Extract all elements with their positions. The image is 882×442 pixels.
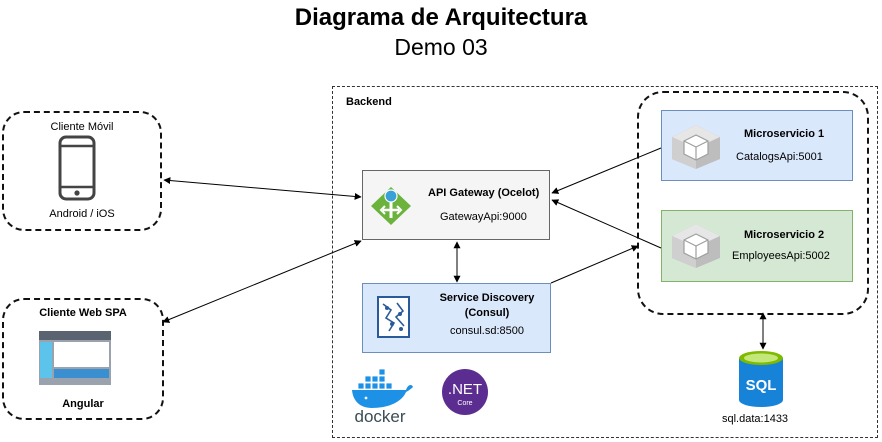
core-text: Core — [457, 400, 472, 407]
container-cube-icon — [670, 123, 722, 176]
connector-web-gateway — [162, 240, 362, 323]
dotnet-text: .NET — [448, 381, 482, 398]
docker-wordmark: docker — [354, 407, 405, 424]
web-client-title: Cliente Web SPA — [39, 307, 127, 319]
connector-ms2-gateway — [551, 199, 662, 249]
web-client-caption: Angular — [62, 398, 104, 410]
mobile-client-caption: Android / iOS — [49, 208, 115, 220]
dotnet-core-logo: .NET Core — [441, 368, 489, 421]
service-discovery-name-line1: Service Discovery — [439, 292, 535, 304]
docker-logo: docker — [348, 366, 414, 429]
microservice-2-name: Microservicio 2 — [744, 229, 825, 241]
diagram-title: Diagrama de Arquitectura — [294, 4, 588, 31]
microservice-1-name: Microservicio 1 — [744, 128, 825, 140]
service-discovery-name-line2: (Consul) — [464, 307, 510, 319]
browser-window-icon — [39, 331, 111, 390]
sql-database-icon[interactable]: SQL — [738, 350, 784, 413]
database-host: sql.data:1433 — [722, 413, 789, 425]
service-discovery-host: consul.sd:8500 — [450, 325, 524, 337]
diagram-subtitle: Demo 03 — [394, 34, 488, 60]
mobile-client-title: Cliente Móvil — [50, 121, 114, 133]
connector-discovery-microservices — [550, 245, 639, 284]
backend-label: Backend — [346, 96, 392, 108]
api-gateway-icon — [370, 186, 412, 231]
api-gateway-host: GatewayApi:9000 — [440, 211, 527, 223]
connector-mobile-gateway — [163, 177, 362, 200]
consul-icon — [377, 296, 410, 343]
smartphone-icon — [58, 135, 96, 206]
microservice-2-host: EmployeesApi:5002 — [732, 250, 830, 262]
api-gateway-node[interactable] — [362, 170, 550, 240]
api-gateway-name: API Gateway (Ocelot) — [428, 187, 540, 199]
sql-icon-text: SQL — [746, 377, 777, 394]
container-cube-icon — [670, 222, 722, 275]
microservice-1-host: CatalogsApi:5001 — [736, 151, 823, 163]
connector-ms1-gateway — [551, 147, 662, 194]
